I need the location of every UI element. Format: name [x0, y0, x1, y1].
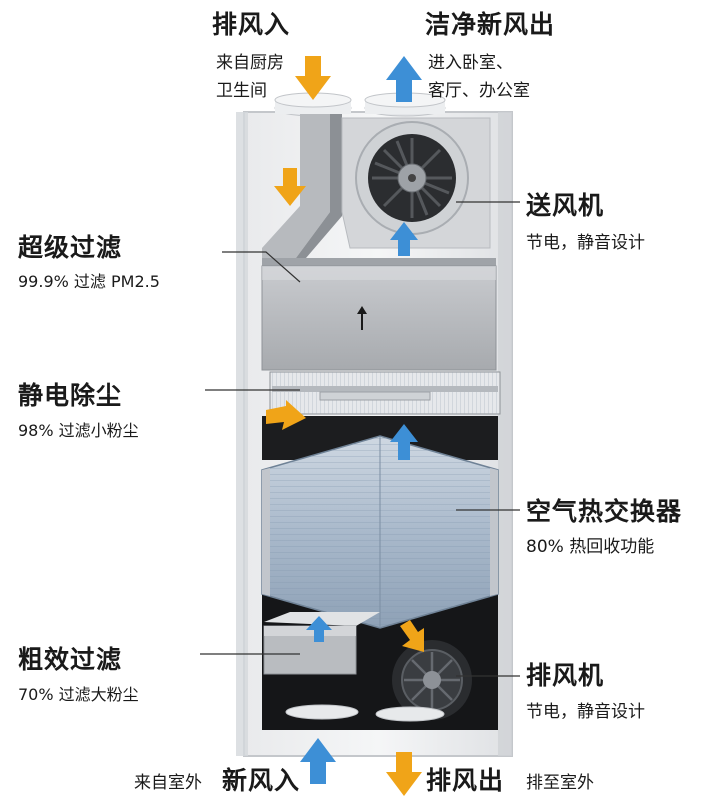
supply-fan-title: 送风机	[526, 191, 605, 220]
coarse-filter	[263, 612, 380, 675]
fresh-out-title: 洁净新风出	[425, 10, 556, 39]
hepa-desc: 99.9% 过滤 PM2.5	[18, 272, 160, 291]
hepa-filter	[261, 258, 497, 371]
electrostatic-filter	[269, 371, 501, 415]
blue-up-arrow	[390, 222, 418, 256]
exhaust-in-title: 排风入	[212, 10, 291, 39]
orange-down-arrow	[274, 168, 306, 206]
fresh-out-dest-line1: 进入卧室、	[428, 53, 513, 73]
blue-up-arrow	[300, 738, 336, 784]
fresh-in-title: 新风入	[222, 766, 301, 795]
blue-up-arrow	[306, 616, 332, 642]
exhaust-in-source-line1: 来自厨房	[216, 53, 284, 73]
exhaust-fan-title: 排风机	[526, 661, 605, 690]
orange-down-arrow	[295, 56, 331, 100]
bottom-collars	[285, 704, 445, 722]
exhaust-out-dest: 排至室外	[526, 773, 594, 793]
heat-exchanger	[261, 435, 499, 629]
coarse-desc: 70% 过滤大粉尘	[18, 685, 139, 704]
blue-up-arrow	[390, 424, 418, 460]
leader-lines	[200, 201, 520, 677]
electrostatic-title: 静电除尘	[18, 381, 123, 410]
exhaust-in-source-line2: 卫生间	[216, 81, 267, 101]
electrostatic-desc: 98% 过滤小粉尘	[18, 421, 139, 440]
heat-exchanger-desc: 80% 热回收功能	[526, 537, 655, 557]
fresh-in-source: 来自室外	[134, 773, 202, 793]
supply-fan	[341, 117, 491, 249]
hepa-title: 超级过滤	[18, 233, 123, 262]
exhaust-fan-desc: 节电，静音设计	[526, 702, 645, 722]
orange-down-arrow	[266, 400, 306, 430]
exhaust-duct	[262, 114, 342, 258]
orange-down-arrow	[386, 752, 422, 796]
exhaust-fan	[392, 640, 472, 720]
heat-exchanger-title: 空气热交换器	[526, 497, 683, 526]
blue-up-arrow	[386, 56, 422, 102]
supply-fan-desc: 节电，静音设计	[526, 233, 645, 253]
exhaust-out-title: 排风出	[426, 766, 505, 795]
coarse-title: 粗效过滤	[18, 645, 123, 674]
orange-down-arrow	[400, 620, 424, 652]
fresh-out-dest-line2: 客厅、办公室	[428, 81, 530, 101]
